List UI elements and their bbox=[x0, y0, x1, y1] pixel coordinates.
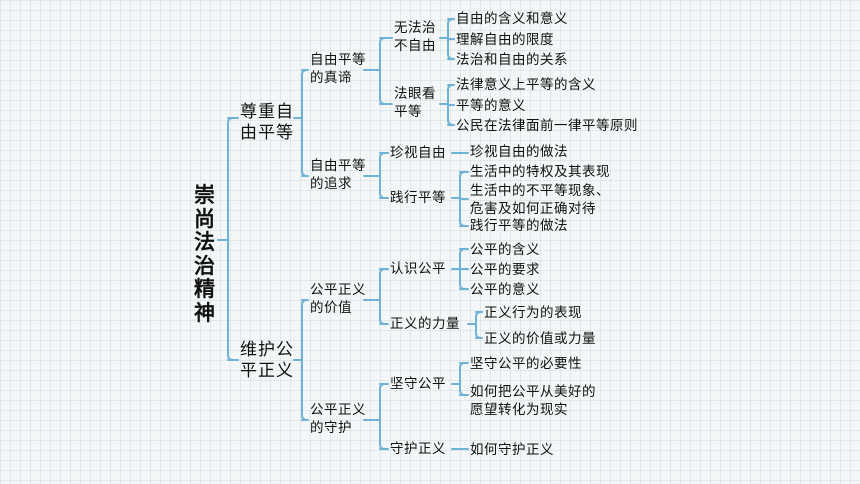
topic-node: 无法治 不自由 bbox=[394, 20, 436, 54]
leaf-item: 珍视自由的做法 bbox=[470, 144, 568, 160]
brace-spine bbox=[475, 311, 482, 339]
brace-spine bbox=[227, 117, 234, 361]
branch-node: 维护公 平正义 bbox=[240, 340, 294, 382]
leaf-item: 理解自由的限度 bbox=[456, 32, 554, 48]
leaf-item: 践行平等的做法 bbox=[470, 218, 568, 234]
sub-branch-node: 公平正义 的价值 bbox=[310, 282, 366, 316]
leaf-item: 公平的要求 bbox=[470, 262, 540, 278]
topic-node: 坚守公平 bbox=[390, 376, 446, 392]
brace-spine bbox=[459, 362, 466, 396]
leaf-item: 自由的含义和意义 bbox=[456, 11, 568, 27]
sub-branch-node: 自由平等 的追求 bbox=[310, 158, 366, 192]
topic-node: 践行平等 bbox=[390, 190, 446, 206]
topic-node: 认识公平 bbox=[390, 261, 446, 277]
brace-spine bbox=[379, 268, 386, 325]
topic-node: 珍视自由 bbox=[390, 145, 446, 161]
brace-spine bbox=[301, 69, 308, 177]
leaf-item: 公平的含义 bbox=[470, 242, 540, 258]
leaf-item: 法律意义上平等的含义 bbox=[456, 77, 596, 93]
brace-spine bbox=[379, 37, 386, 105]
topic-node: 守护正义 bbox=[390, 441, 446, 457]
leaf-item: 如何把公平从美好的 愿望转化为现实 bbox=[470, 384, 596, 418]
brace-spine bbox=[379, 383, 386, 450]
leaf-item: 正义的价值或力量 bbox=[484, 331, 596, 347]
brace-spine bbox=[301, 299, 308, 421]
sub-branch-node: 公平正义 的守护 bbox=[310, 402, 366, 436]
root-node: 崇 尚 法 治 精 神 bbox=[194, 182, 215, 325]
leaf-item: 生活中的特权及其表现 bbox=[470, 164, 610, 180]
brace-spine bbox=[379, 152, 386, 199]
leaf-item: 平等的意义 bbox=[456, 98, 526, 114]
leaf-item: 如何守护正义 bbox=[470, 442, 554, 458]
topic-node: 法眼看 平等 bbox=[394, 86, 436, 120]
leaf-item: 正义行为的表现 bbox=[484, 305, 582, 321]
leaf-item: 公平的意义 bbox=[470, 282, 540, 298]
leaf-item: 坚守公平的必要性 bbox=[470, 356, 582, 372]
leaf-item: 生活中的不平等现象、 危害及如何正确对待 bbox=[470, 183, 610, 217]
sub-branch-node: 自由平等 的真谛 bbox=[310, 52, 366, 86]
topic-node: 正义的力量 bbox=[390, 316, 460, 332]
leaf-item: 公民在法律面前一律平等原则 bbox=[456, 118, 638, 134]
branch-node: 尊重自 由平等 bbox=[240, 102, 294, 144]
leaf-item: 法治和自由的关系 bbox=[456, 52, 568, 68]
